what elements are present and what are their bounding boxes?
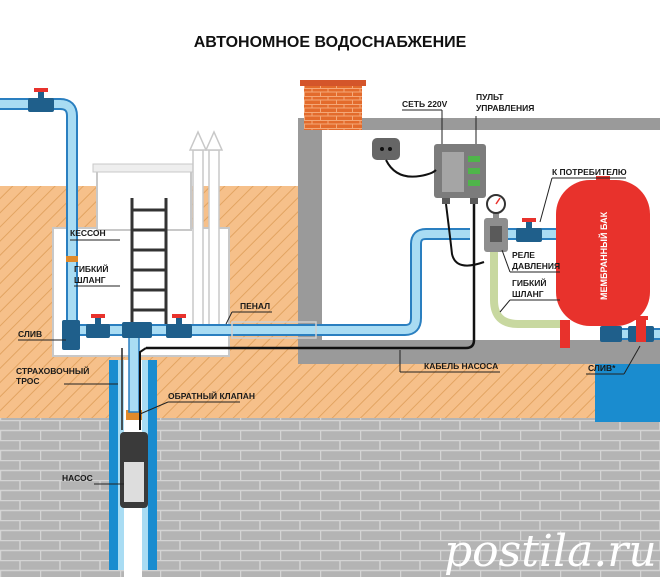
- pump: [120, 432, 148, 508]
- flex-hose-right: [490, 252, 560, 328]
- label-drain-right: СЛИВ*: [588, 363, 616, 373]
- label-pressure-relay-1: РЕЛЕ: [512, 250, 535, 260]
- control-panel: [434, 144, 486, 204]
- label-safety-rope-2: ТРОС: [16, 376, 40, 386]
- label-pump: НАСОС: [62, 473, 93, 483]
- label-flex-hose-left-1: ГИБКИЙ: [74, 263, 108, 274]
- house-ceiling: [298, 118, 660, 130]
- ladder: [130, 198, 168, 326]
- label-control-2: УПРАВЛЕНИЯ: [476, 103, 534, 113]
- label-pump-cable: КАБЕЛЬ НАСОСА: [424, 361, 498, 371]
- flex-hose-coupling: [66, 256, 78, 262]
- label-drain-left: СЛИВ: [18, 329, 42, 339]
- check-valve: [126, 410, 142, 420]
- label-mains: СЕТЬ 220V: [402, 99, 448, 109]
- label-control-1: ПУЛЬТ: [476, 92, 504, 102]
- label-check-valve: ОБРАТНЫЙ КЛАПАН: [168, 390, 255, 401]
- valve-caisson-1: [86, 314, 110, 338]
- valve-caisson-2: [166, 314, 192, 338]
- watermark: postila.ru: [444, 526, 657, 577]
- tee-fitting: [122, 322, 152, 338]
- inlet-valve: [28, 88, 54, 112]
- chimney: [304, 82, 362, 130]
- label-flex-hose-left-2: ШЛАНГ: [74, 275, 106, 285]
- leader-lines: [18, 109, 641, 485]
- pump-cable-down: [139, 347, 147, 430]
- vent-pipes: [188, 130, 224, 327]
- main-pipe: [64, 230, 470, 334]
- membrane-tank: [556, 176, 650, 348]
- label-pressure-relay-2: ДАВЛЕНИЯ: [512, 261, 560, 271]
- relay-cable: [445, 203, 485, 267]
- pressure-gauge: [486, 194, 506, 214]
- label-flex-hose-right-1: ГИБКИЙ: [512, 277, 546, 288]
- label-to-consumer: К ПОТРЕБИТЕЛЮ: [552, 167, 627, 177]
- drain-valve-left: [62, 320, 80, 350]
- label-flex-hose-right-2: ШЛАНГ: [512, 289, 544, 299]
- membrane-tank-label: МЕМБРАННЫЙ БАК: [598, 211, 609, 300]
- label-casing: ПЕНАЛ: [240, 301, 270, 311]
- mains-cable: [385, 159, 437, 178]
- wall-socket: [372, 138, 400, 160]
- inlet-pipe: [0, 100, 76, 330]
- label-safety-rope-1: СТРАХОВОЧНЫЙ: [16, 365, 89, 376]
- casing-sleeve: [231, 321, 317, 339]
- label-caisson: КЕССОН: [70, 228, 106, 238]
- chimney-cap: [300, 80, 366, 86]
- tank-fitting: [600, 326, 622, 342]
- riser-pipe: [128, 331, 140, 413]
- pump-cable: [146, 204, 476, 350]
- diagram-title: АВТОНОМНОЕ ВОДОСНАБЖЕНИЕ: [194, 34, 467, 51]
- valve-consumer: [516, 218, 542, 242]
